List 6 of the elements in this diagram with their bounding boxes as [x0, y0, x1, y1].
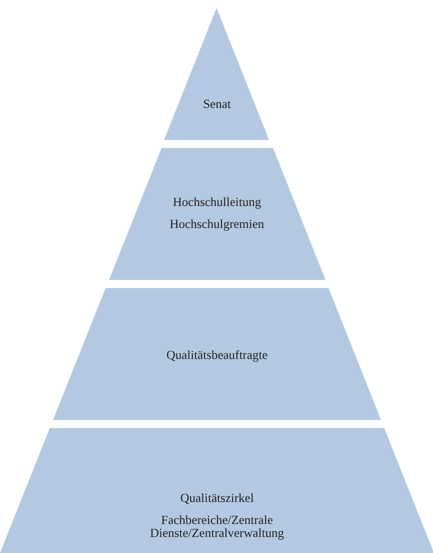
level-label: Fachbereiche/Zentrale Dienste/Zentralverwaltung — [149, 514, 285, 540]
level-label: Qualitätszirkel — [179, 492, 255, 505]
level-label: Hochschulleitung — [172, 196, 262, 209]
level-label: Qualitätsbeauftragte — [165, 349, 269, 362]
level-label: Hochschulgremien — [168, 218, 266, 231]
level-label: Senat — [202, 98, 232, 111]
